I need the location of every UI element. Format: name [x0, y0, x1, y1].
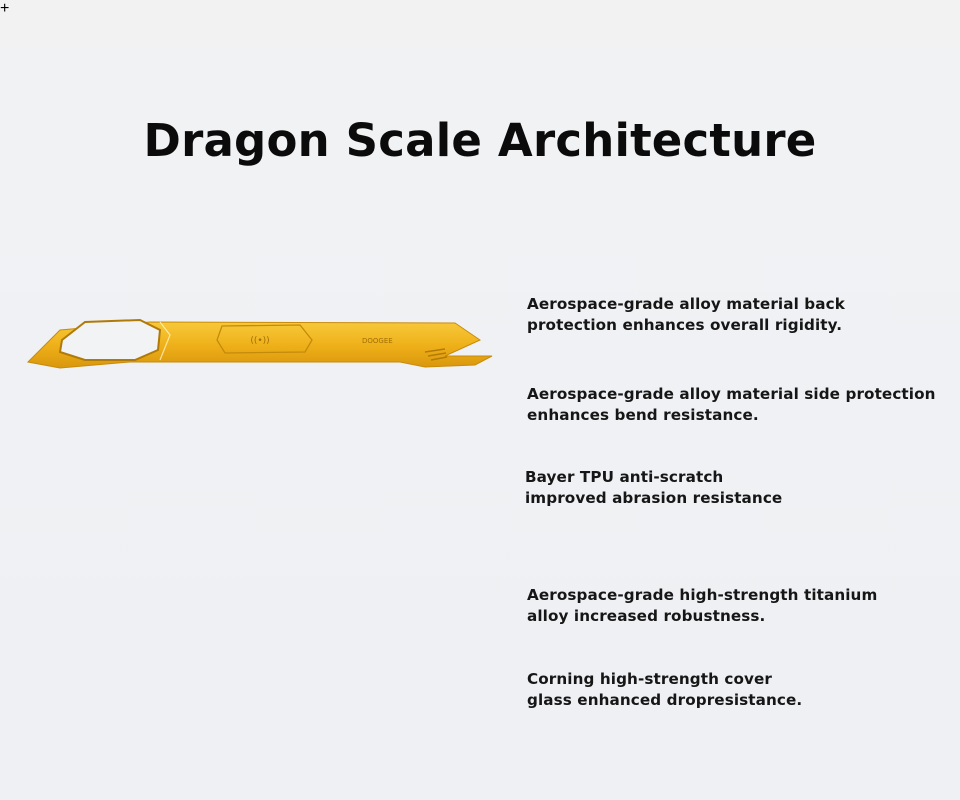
label-tpu-body: Bayer TPU anti-scratch improved abrasion…	[525, 468, 783, 507]
page-title: Dragon Scale Architecture	[143, 114, 817, 167]
label-side-protection: Aerospace-grade alloy material side prot…	[527, 385, 936, 424]
label-back-protection: Aerospace-grade alloy material back prot…	[527, 295, 845, 334]
svg-text:((•)): ((•))	[250, 336, 269, 346]
label-cover-glass: Corning high-strength cover glass enhanc…	[527, 670, 803, 709]
yellow-alloy-side-frame-icon: +	[0, 0, 10, 17]
svg-text:DOOGEE: DOOGEE	[362, 337, 393, 345]
label-titanium-midframe: Aerospace-grade high-strength titanium a…	[527, 586, 878, 625]
yellow-alloy-back-plate-icon: ((•)) DOOGEE	[26, 318, 493, 369]
